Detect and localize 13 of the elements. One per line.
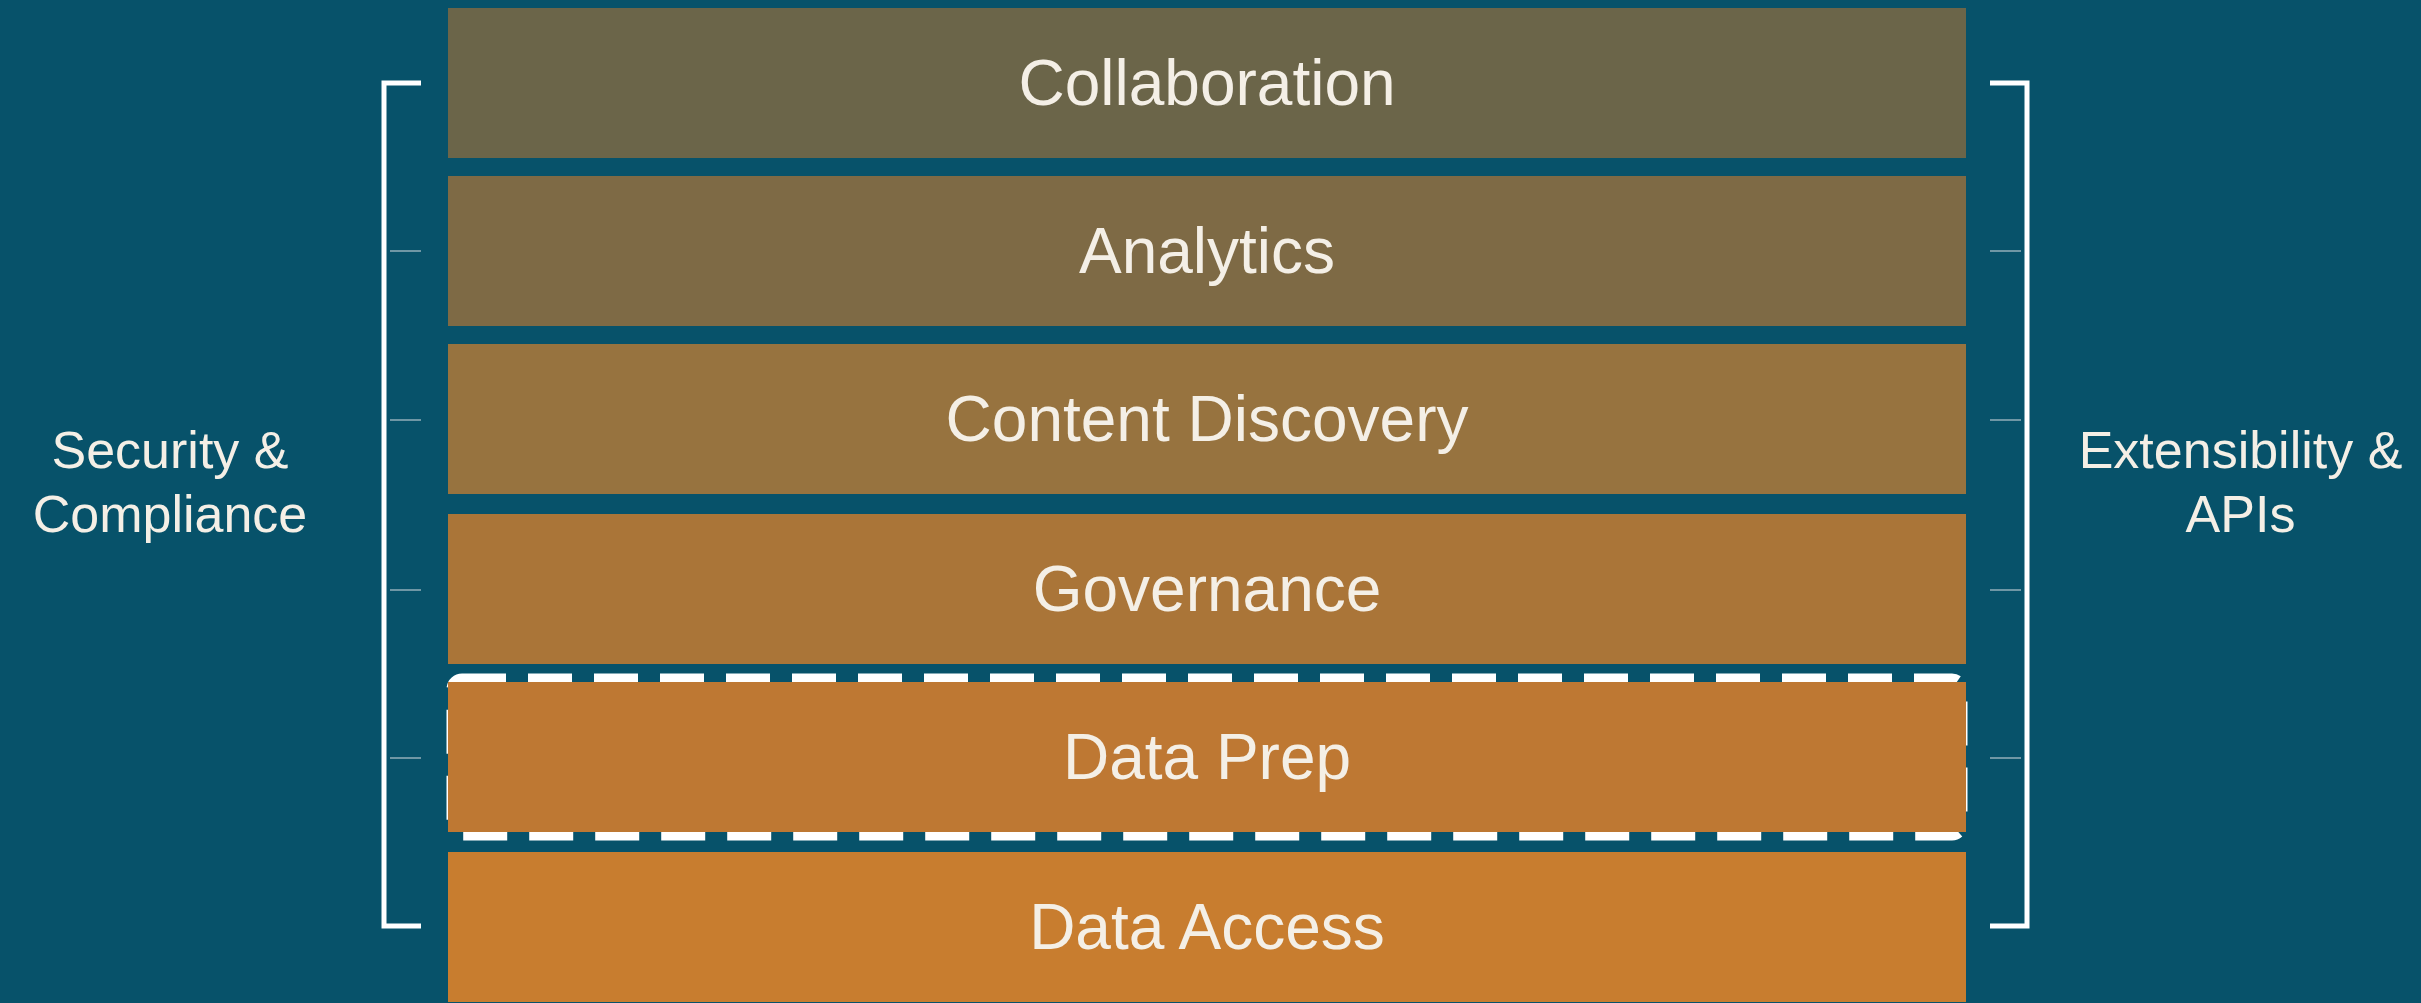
layer-band	[448, 514, 1966, 664]
layer-band	[448, 8, 1966, 158]
layer-label: Data Access	[1029, 890, 1385, 964]
layer-band	[448, 344, 1966, 494]
layer-band	[448, 852, 1966, 1002]
side-label: Extensibility & APIs	[2077, 420, 2404, 545]
layer-label: Governance	[1032, 552, 1382, 626]
layer-label: Analytics	[1078, 214, 1336, 288]
layer-band	[448, 176, 1966, 326]
layer-label: Content Discovery	[945, 382, 1469, 456]
layer-label: Collaboration	[1018, 46, 1396, 120]
layer-label: Data Prep	[1062, 720, 1352, 794]
side-label: Security & Compliance	[31, 420, 309, 545]
